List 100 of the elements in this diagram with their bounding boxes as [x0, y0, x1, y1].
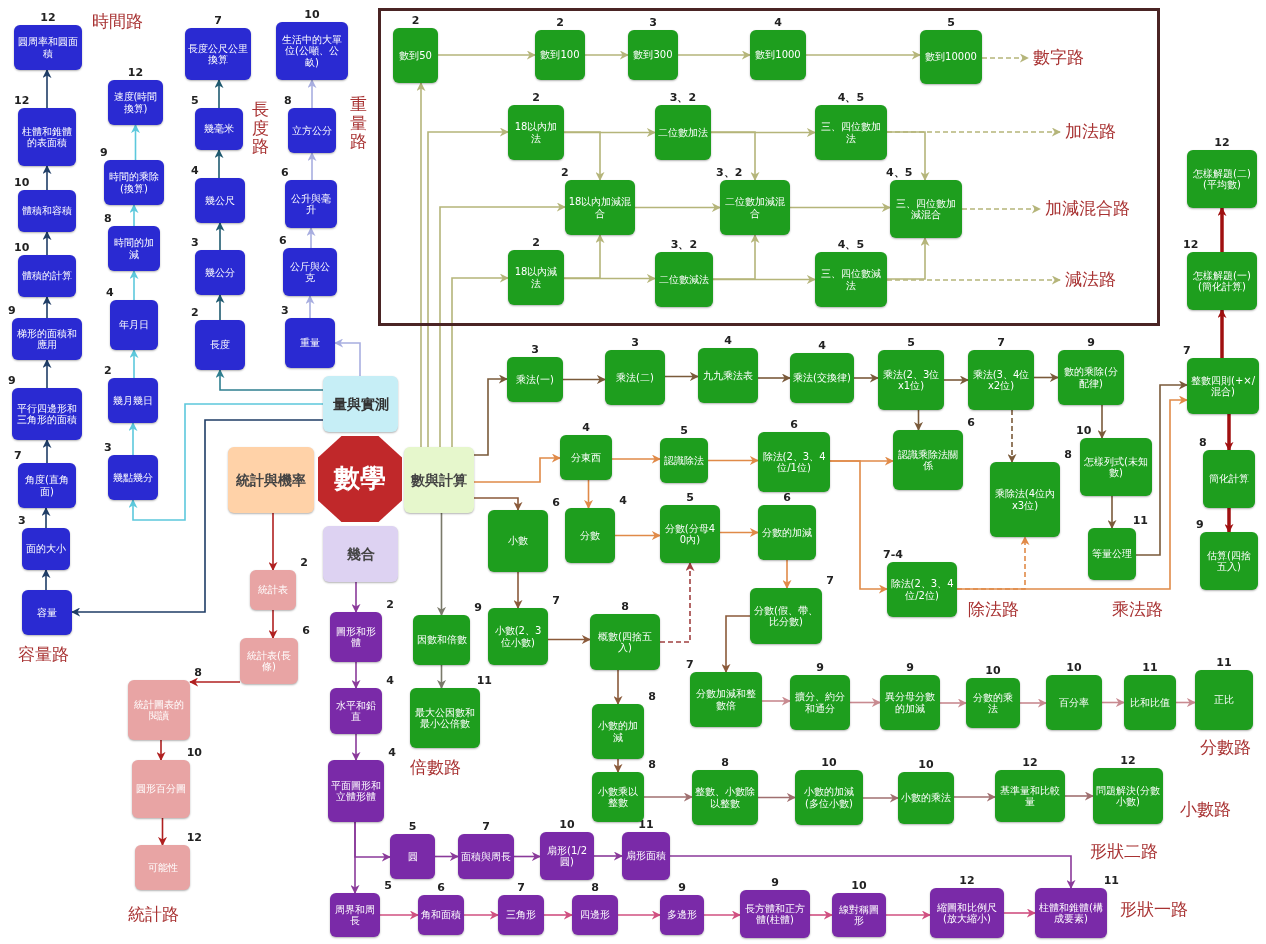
route-label: 長度路 — [252, 100, 269, 157]
arrow — [129, 204, 139, 227]
grade-number: 2 — [532, 236, 540, 249]
grade-number: 12 — [14, 94, 30, 107]
arrow — [664, 372, 699, 381]
arrow — [710, 131, 760, 181]
grade-number: 10 — [14, 241, 30, 254]
topic-box — [228, 447, 314, 513]
node-text: 三角形 — [506, 909, 536, 921]
arrow — [1101, 698, 1125, 707]
grade-number: 4 — [619, 494, 627, 507]
node-text: 小數的乘法 — [901, 792, 951, 804]
grade-number: 3、2 — [670, 238, 698, 251]
node-text: 體積和容積 — [22, 205, 72, 217]
grade-number: 5 — [686, 491, 694, 504]
grade-number: 3、2 — [716, 166, 743, 179]
node-text: 角和面積 — [421, 909, 461, 921]
grade-number: 8 — [1199, 436, 1207, 449]
node-text: 幾公分 — [205, 266, 235, 279]
arrow — [613, 669, 623, 705]
arrow — [886, 275, 1061, 285]
grade-number: 7 — [214, 14, 222, 27]
grade-number: 12 — [1183, 238, 1199, 251]
arrow — [1097, 404, 1107, 439]
arrow — [513, 571, 523, 609]
grade-number: 7 — [517, 881, 525, 894]
grade-number: 5 — [680, 424, 688, 437]
node-text: 圓 — [407, 850, 418, 863]
grade-number: 5 — [947, 16, 955, 29]
grade-number: 7 — [1183, 344, 1191, 357]
grade-number: 7 — [482, 820, 490, 833]
arrow — [473, 453, 561, 483]
grade-number: 4 — [191, 164, 199, 177]
arrow — [334, 338, 361, 377]
grade-number: 5 — [191, 94, 199, 107]
node-text: 數的乘除(分配律) — [1063, 366, 1119, 389]
arrow — [215, 294, 225, 321]
node-text: 數到10000 — [925, 51, 977, 63]
topic-box — [404, 447, 474, 513]
arrow — [42, 69, 52, 109]
node-text: 擴分、約分和通分 — [794, 691, 846, 714]
grade-number: 10 — [918, 758, 934, 771]
arrow — [862, 793, 899, 803]
arrow — [42, 296, 52, 319]
grade-number: 8 — [648, 690, 656, 703]
grade-number: 9 — [8, 304, 16, 317]
node-text: 怎樣解題(一)(簡化計算) — [1192, 269, 1252, 293]
node-text: 整數四則(+×/混合) — [1190, 374, 1256, 398]
node-text: 立方公分 — [292, 124, 332, 137]
grade-number: 9 — [678, 881, 686, 894]
node-text: 認識除法 — [664, 454, 704, 467]
arrow — [617, 910, 661, 920]
grade-number: 11 — [1132, 514, 1148, 527]
grade-number: 3 — [104, 441, 112, 454]
arrow — [128, 422, 138, 456]
arrow — [473, 497, 523, 511]
arrow — [584, 50, 629, 60]
node-text: 幾公尺 — [205, 194, 235, 207]
grade-number: 11 — [638, 818, 654, 831]
route-label: 小數路 — [1180, 800, 1231, 819]
arrow — [1107, 495, 1117, 529]
grade-number: 4 — [388, 746, 396, 759]
grade-number: 12 — [40, 11, 56, 24]
node-text: 公升與毫升 — [290, 192, 332, 216]
node-text: 容量 — [37, 606, 57, 619]
arrow — [42, 231, 52, 256]
grade-number: 12 — [959, 874, 975, 887]
grade-number: 7 — [826, 574, 834, 587]
topic-box — [22, 590, 72, 635]
arrow — [849, 698, 881, 707]
arrow — [1224, 508, 1234, 533]
arrow — [42, 359, 52, 389]
node-text: 除法(2、3、4位/2位) — [890, 578, 954, 601]
arrow — [214, 79, 224, 109]
route-label: 重量路 — [350, 95, 367, 152]
node-text: 扇形面積 — [626, 850, 666, 862]
grade-number: 6 — [967, 416, 975, 429]
node-text: 除法(2、3、4位/1位) — [761, 450, 827, 474]
node-text: 統計表 — [258, 584, 288, 596]
node-text: 數到100 — [540, 49, 580, 61]
grade-number: 9 — [1087, 336, 1095, 349]
node-text: 正比 — [1214, 694, 1234, 706]
arrow — [614, 531, 661, 540]
node-text: 梯形的面積和應用 — [16, 327, 78, 351]
node-text: 認識乘除法關係 — [897, 448, 959, 472]
node-text: 速度(時間換算) — [112, 91, 159, 114]
node-text: 百分率 — [1059, 696, 1089, 709]
grade-number: 8 — [1064, 448, 1072, 461]
grade-number: 4 — [386, 674, 394, 687]
arrow — [914, 409, 923, 431]
grade-number: 8 — [104, 212, 112, 225]
node-text: 四邊形 — [580, 909, 610, 921]
grade-number: 6 — [437, 881, 445, 894]
node-text: 分數的加減 — [762, 526, 812, 539]
grade-number: 9 — [1196, 518, 1204, 531]
node-text: 柱體和錐體的表面積 — [21, 125, 73, 149]
arrow — [131, 124, 140, 161]
grade-number: 10 — [304, 8, 320, 21]
arrow — [939, 698, 967, 708]
node-text: 數到300 — [633, 49, 673, 61]
